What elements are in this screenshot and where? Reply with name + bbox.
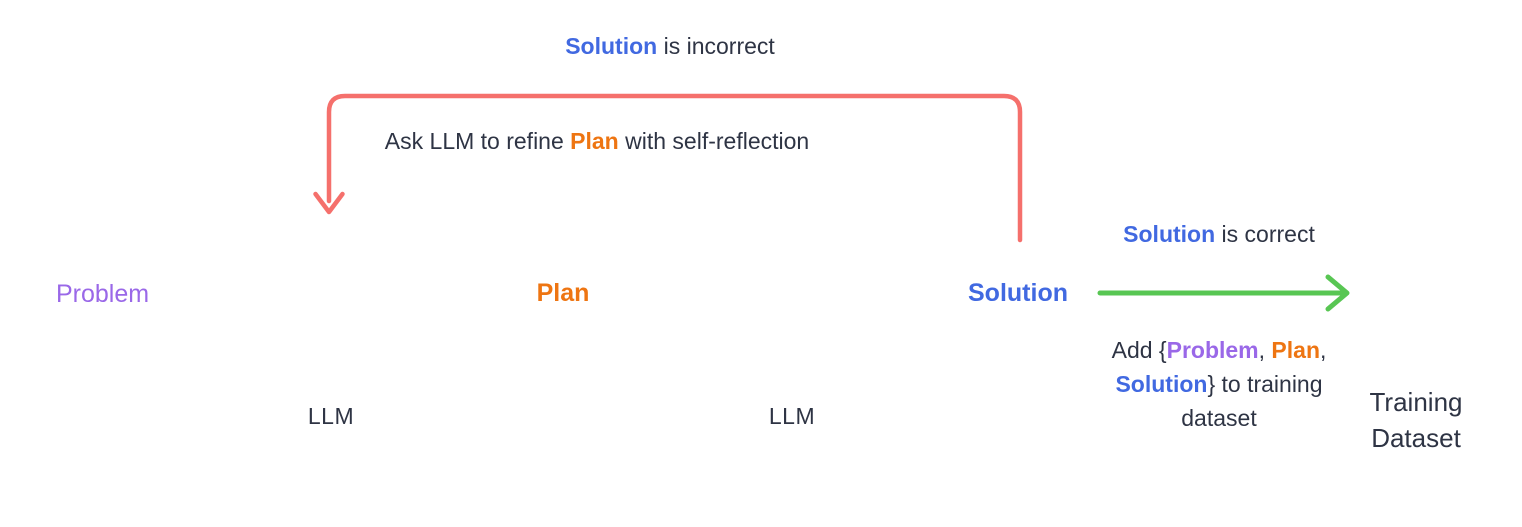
add-part3: , (1320, 337, 1327, 363)
caption-incorrect-rest: is incorrect (657, 33, 775, 59)
correct-arrowhead-icon (1325, 274, 1350, 312)
caption-refine-post: with self-reflection (618, 128, 810, 154)
node-training-dataset: Training Dataset (1346, 384, 1486, 456)
caption-add-line-2: Solution} to training (1112, 367, 1327, 401)
add-part2: , (1258, 337, 1272, 363)
caption-add-line-1: Add {Problem, Plan, (1112, 333, 1327, 367)
add-problem-keyword: Problem (1166, 337, 1259, 363)
node-plan: Plan (537, 279, 590, 308)
caption-refine-keyword: Plan (570, 128, 619, 154)
caption-refine-plan: Ask LLM to refine Plan with self-reflect… (385, 128, 809, 155)
add-part4: } to training (1207, 371, 1323, 397)
caption-add-line-3: dataset (1112, 401, 1327, 435)
node-llm-2-label: LLM (768, 403, 816, 429)
caption-correct-rest: is correct (1215, 221, 1315, 247)
add-plan-keyword: Plan (1271, 337, 1320, 363)
caption-solution-incorrect: Solution is incorrect (565, 33, 775, 60)
solution-incorrect-loop-arrow (313, 93, 1023, 243)
incorrect-arrowhead-icon (313, 191, 345, 215)
node-problem-label: Problem (55, 280, 150, 308)
node-llm-2: LLM (769, 403, 815, 430)
node-problem: Problem (52, 273, 153, 316)
caption-correct-keyword: Solution (1123, 221, 1216, 247)
solution-correct-arrow (1097, 274, 1350, 312)
caption-refine-pre: Ask LLM to refine (384, 128, 571, 154)
caption-solution-correct: Solution is correct (1123, 221, 1315, 248)
add-part5: dataset (1181, 405, 1257, 431)
add-solution-keyword: Solution (1115, 371, 1208, 397)
node-training-dataset-label: Training Dataset (1369, 387, 1463, 453)
node-llm-1: LLM (308, 403, 354, 430)
node-solution: Solution (968, 279, 1068, 308)
caption-incorrect-keyword: Solution (565, 33, 658, 59)
node-solution-label: Solution (968, 279, 1068, 307)
add-part1: Add { (1111, 337, 1167, 363)
incorrect-loop-path (326, 93, 1023, 243)
node-llm-1-label: LLM (307, 403, 355, 429)
node-plan-label: Plan (536, 279, 590, 307)
caption-add-to-dataset: Add {Problem, Plan, Solution} to trainin… (1112, 333, 1327, 435)
